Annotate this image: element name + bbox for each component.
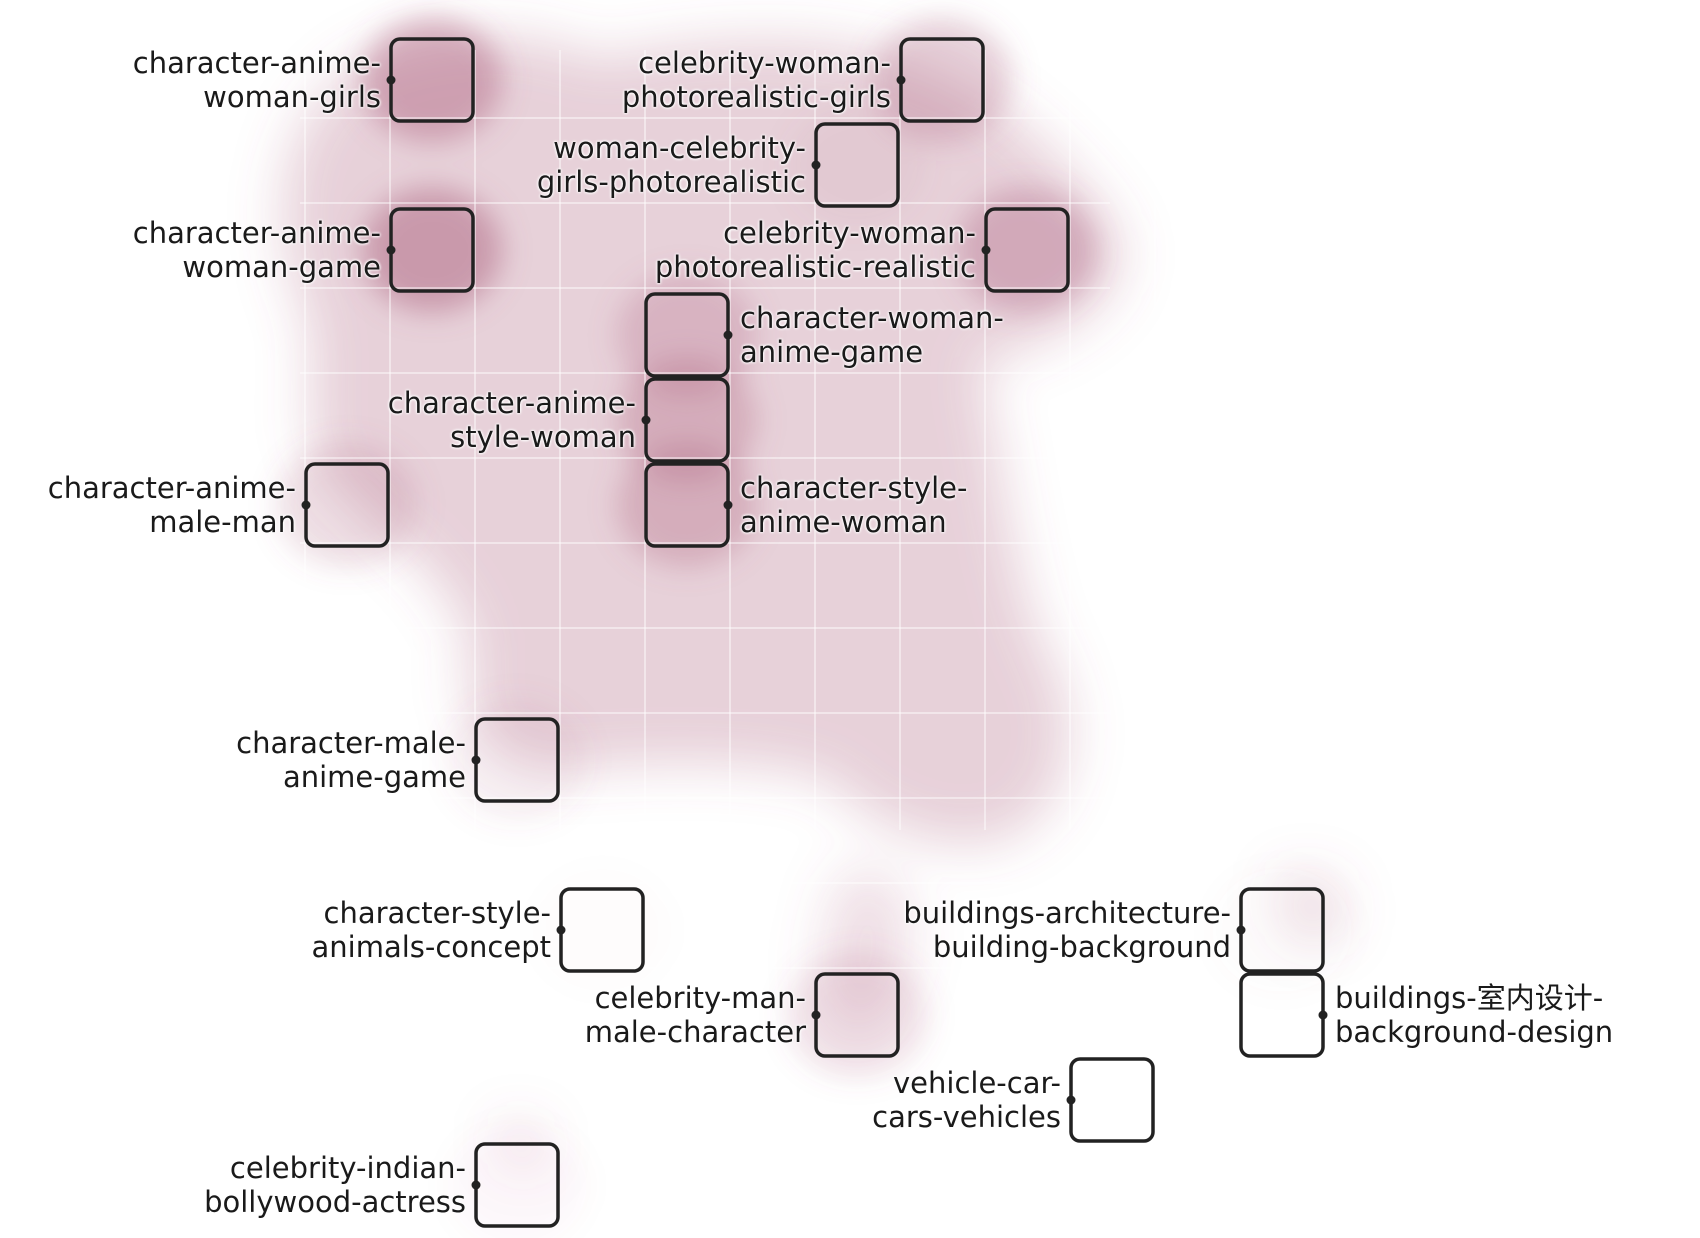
- density-peak: [532, 868, 672, 992]
- cluster-label-line1: character-style-: [740, 471, 968, 505]
- cluster-label-line1: character-style-: [323, 896, 551, 930]
- cluster-label: character-style-anime-woman: [740, 471, 967, 539]
- cluster-label-line2: photorealistic-realistic: [654, 250, 976, 284]
- cluster-label: character-male-anime-game: [236, 726, 466, 794]
- connector-dot: [896, 75, 906, 85]
- cluster-label-line1: celebrity-woman-: [638, 46, 891, 80]
- cluster-label: woman-celebrity-girls-photorealistic: [537, 131, 806, 199]
- cluster-label-line2: anime-woman: [740, 505, 947, 539]
- connector-dot: [1236, 925, 1246, 935]
- grid-layer: [300, 50, 1326, 969]
- density-layer: [277, 18, 1346, 1238]
- cluster-label-line2: style-woman: [450, 420, 636, 454]
- cluster-label-line2: animals-concept: [311, 930, 552, 964]
- cluster-label-line1: celebrity-man-: [594, 981, 806, 1015]
- cluster-label: buildings-室内设计-background-design: [1335, 981, 1613, 1049]
- cluster-label-line2: bollywood-actress: [204, 1185, 466, 1219]
- density-peak: [447, 1123, 587, 1238]
- cluster-box[interactable]: [1069, 1057, 1155, 1143]
- cluster-label-line1: character-anime-: [132, 46, 381, 80]
- density-peak: [617, 273, 757, 397]
- cluster-label: character-anime-woman-girls: [133, 46, 381, 114]
- density-peak: [957, 188, 1097, 312]
- connector-dot: [301, 500, 311, 510]
- density-peak: [872, 18, 1012, 142]
- cluster-label-line1: woman-celebrity-: [553, 131, 806, 165]
- density-peak: [447, 698, 587, 822]
- cluster-label: character-style-animals-concept: [312, 896, 552, 964]
- cluster-label-line2: woman-girls: [203, 80, 381, 114]
- density-peak: [617, 358, 757, 482]
- cluster-label-line1: character-anime-: [47, 471, 296, 505]
- density-peak: [362, 18, 502, 142]
- density-peak: [617, 443, 757, 567]
- cluster-label: character-anime-woman-game: [133, 216, 381, 284]
- connector-dot: [386, 245, 396, 255]
- cluster-box-layer: [301, 37, 1328, 1228]
- cluster-label-line2: woman-game: [182, 250, 381, 284]
- cluster-label: vehicle-car-cars-vehicles: [872, 1066, 1061, 1134]
- connector-dot: [981, 245, 991, 255]
- connector-dot: [471, 755, 481, 765]
- density-peak: [277, 443, 417, 567]
- cluster-label-line2: anime-game: [282, 760, 466, 794]
- cluster-label-line1: character-anime-: [387, 386, 636, 420]
- cluster-label: celebrity-indian-bollywood-actress: [204, 1151, 466, 1219]
- connector-dot: [386, 75, 396, 85]
- connector-dot: [641, 415, 651, 425]
- cluster-label-line1: celebrity-woman-: [723, 216, 976, 250]
- cluster-label-line2: photorealistic-girls: [621, 80, 891, 114]
- density-peaks: [277, 18, 1097, 1238]
- cluster-label-line2: background-design: [1335, 1015, 1614, 1049]
- connector-dot: [1318, 1010, 1328, 1020]
- connector-dot: [556, 925, 566, 935]
- density-peak: [787, 953, 927, 1077]
- cluster-label-line2: anime-game: [740, 335, 924, 369]
- connector-dot: [811, 1010, 821, 1020]
- cluster-label: buildings-architecture-building-backgrou…: [903, 896, 1231, 964]
- cluster-label-line2: girls-photorealistic: [536, 165, 806, 199]
- cluster-label-line1: buildings-室内设计-: [1335, 981, 1604, 1015]
- cluster-label-line2: building-background: [932, 930, 1231, 964]
- connector-dot: [471, 1180, 481, 1190]
- cluster-label-line1: buildings-architecture-: [903, 896, 1231, 930]
- cluster-label: character-woman-anime-game: [740, 301, 1004, 369]
- cluster-label-line1: celebrity-indian-: [229, 1151, 466, 1185]
- cluster-label-line1: character-male-: [236, 726, 466, 760]
- connector-dot: [723, 500, 733, 510]
- cluster-label-line1: character-anime-: [132, 216, 381, 250]
- cluster-label: celebrity-man-male-character: [585, 981, 806, 1049]
- cluster-label: celebrity-woman-photorealistic-realistic: [655, 216, 976, 284]
- cluster-label-line1: vehicle-car-: [893, 1066, 1061, 1100]
- density-peak: [787, 103, 927, 227]
- cluster-label-line2: male-man: [149, 505, 296, 539]
- connector-dot: [811, 160, 821, 170]
- cluster-label-line2: cars-vehicles: [872, 1100, 1061, 1134]
- cluster-label: celebrity-woman-photorealistic-girls: [622, 46, 891, 114]
- cluster-label: character-anime-style-woman: [388, 386, 636, 454]
- connector-dot: [723, 330, 733, 340]
- density-region: [500, 1121, 542, 1170]
- connector-dot: [1066, 1095, 1076, 1105]
- cluster-label-line1: character-woman-: [740, 301, 1004, 335]
- cluster-label: character-anime-male-man: [48, 471, 296, 539]
- density-peak: [362, 188, 502, 312]
- cluster-label-line2: male-character: [584, 1015, 806, 1049]
